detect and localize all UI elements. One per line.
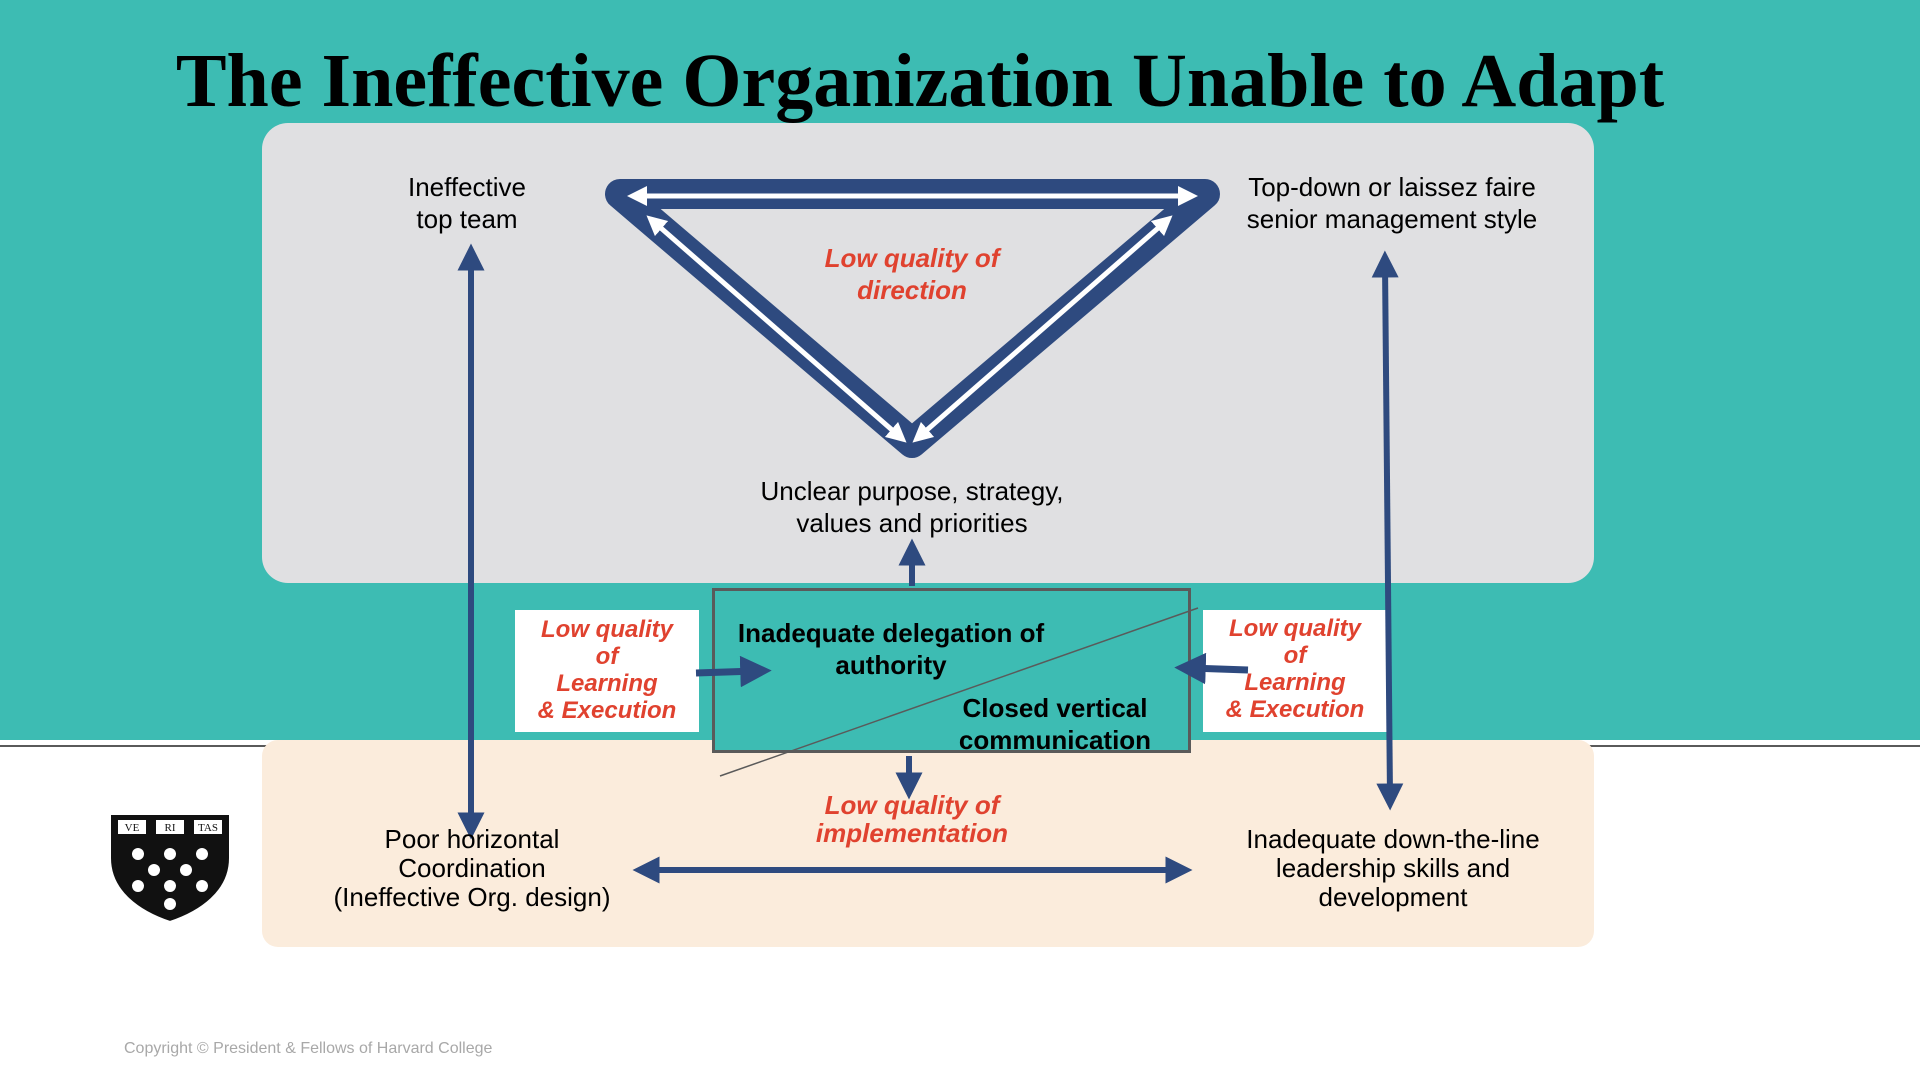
arrow-learning-left <box>695 655 772 688</box>
node-leadership-skills: Inadequate down-the-line leadership skil… <box>1246 824 1540 912</box>
box-diagonal <box>719 607 1199 777</box>
arrow-learning-right <box>1174 652 1249 685</box>
center-box <box>712 588 1191 753</box>
node-horizontal-coordination: Poor horizontal Coordination (Ineffectiv… <box>333 824 611 912</box>
triangle-arrow-left <box>646 215 907 443</box>
annotation-learning-left: Low quality of Learning & Execution <box>537 616 677 724</box>
shield-text-2: RI <box>165 822 176 834</box>
shield-text-3: TAS <box>198 822 218 834</box>
shield-text-1: VE <box>125 822 140 834</box>
shield-logo-icon: VE RI TAS <box>109 813 231 924</box>
annotation-learning-right: Low quality of Learning & Execution <box>1225 615 1365 723</box>
copyright-text: Copyright © President & Fellows of Harva… <box>124 1040 493 1057</box>
slide-title: The Ineffective Organization Unable to A… <box>175 39 1665 123</box>
triangle-arrow-right <box>912 215 1173 443</box>
node-unclear-purpose: Unclear purpose, strategy,values and pri… <box>760 476 1064 538</box>
label-box-left <box>515 610 699 732</box>
arrow-right-vertical <box>1371 250 1404 811</box>
direction-triangle <box>605 179 1220 458</box>
